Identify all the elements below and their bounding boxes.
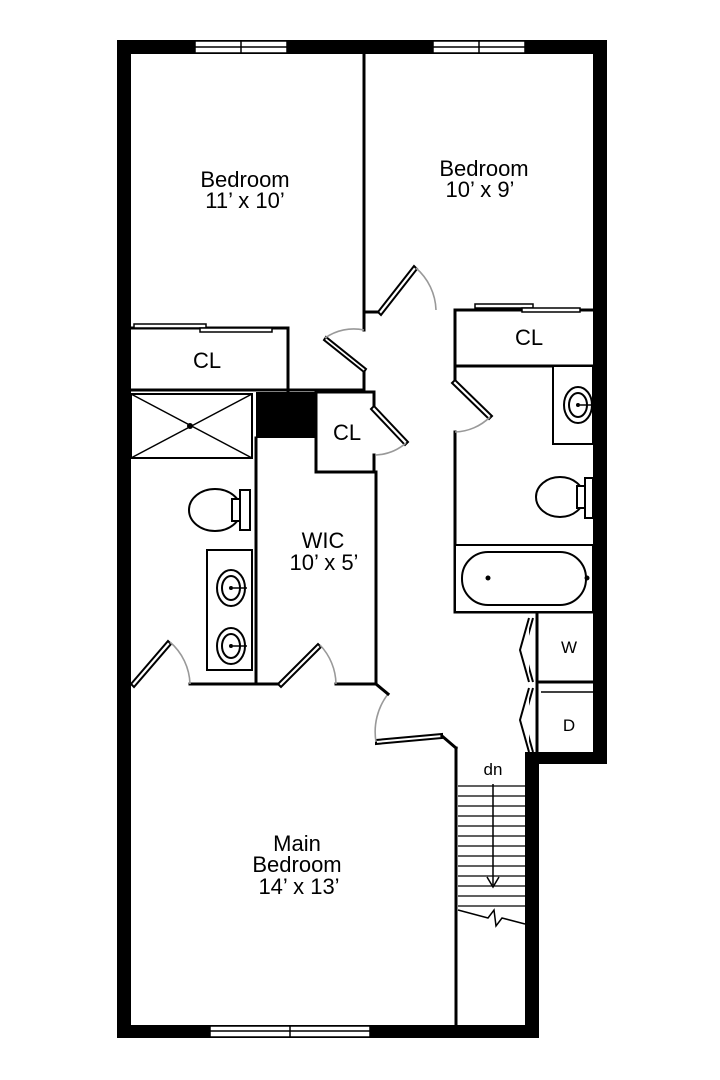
room-labels: Bedroom 11’ x 10’ Bedroom 10’ x 9’ CL CL… [193, 156, 577, 899]
main-bedroom-name-line-1: Main [273, 831, 321, 856]
main-bedroom-size: 14’ x 13’ [258, 874, 339, 899]
sliding-doors-closet-2 [474, 303, 581, 313]
closet-hall-label: CL [333, 420, 361, 445]
bedroom-1-size: 11’ x 10’ [205, 188, 285, 213]
dryer-label: D [563, 716, 575, 735]
wic-name: WIC [302, 528, 345, 553]
closet-bedroom-1-label: CL [193, 348, 221, 373]
windows [194, 40, 526, 1038]
bedroom-2-name: Bedroom [439, 156, 528, 181]
main-bedroom-name-line-2: Bedroom [252, 852, 341, 877]
double-vanity [206, 549, 253, 671]
stair-direction-arrowhead [486, 876, 500, 889]
toilet-bath-2 [535, 476, 594, 519]
window-bedroom-1 [194, 40, 288, 54]
window-bedroom-2 [432, 40, 526, 54]
shower [130, 393, 253, 459]
sliding-doors-closet-1 [133, 323, 273, 333]
bathtub [454, 544, 594, 613]
staircase [457, 784, 526, 928]
toilet-bath-1 [188, 488, 251, 532]
interior-walls [129, 52, 595, 1027]
window-main-bedroom [209, 1025, 371, 1038]
duct-block [256, 392, 316, 438]
closet-bedroom-2-label: CL [515, 325, 543, 350]
washer-label: W [561, 638, 577, 657]
doors [129, 264, 534, 753]
wic-size: 10’ x 5’ [290, 550, 359, 575]
bedroom-1-name: Bedroom [200, 167, 289, 192]
stair-break-line [457, 908, 526, 928]
sink-bath-2 [552, 365, 594, 445]
bedroom-2-size: 10’ x 9’ [446, 177, 515, 202]
stairs-down-label: dn [484, 760, 503, 779]
exterior-walls [117, 40, 607, 1038]
